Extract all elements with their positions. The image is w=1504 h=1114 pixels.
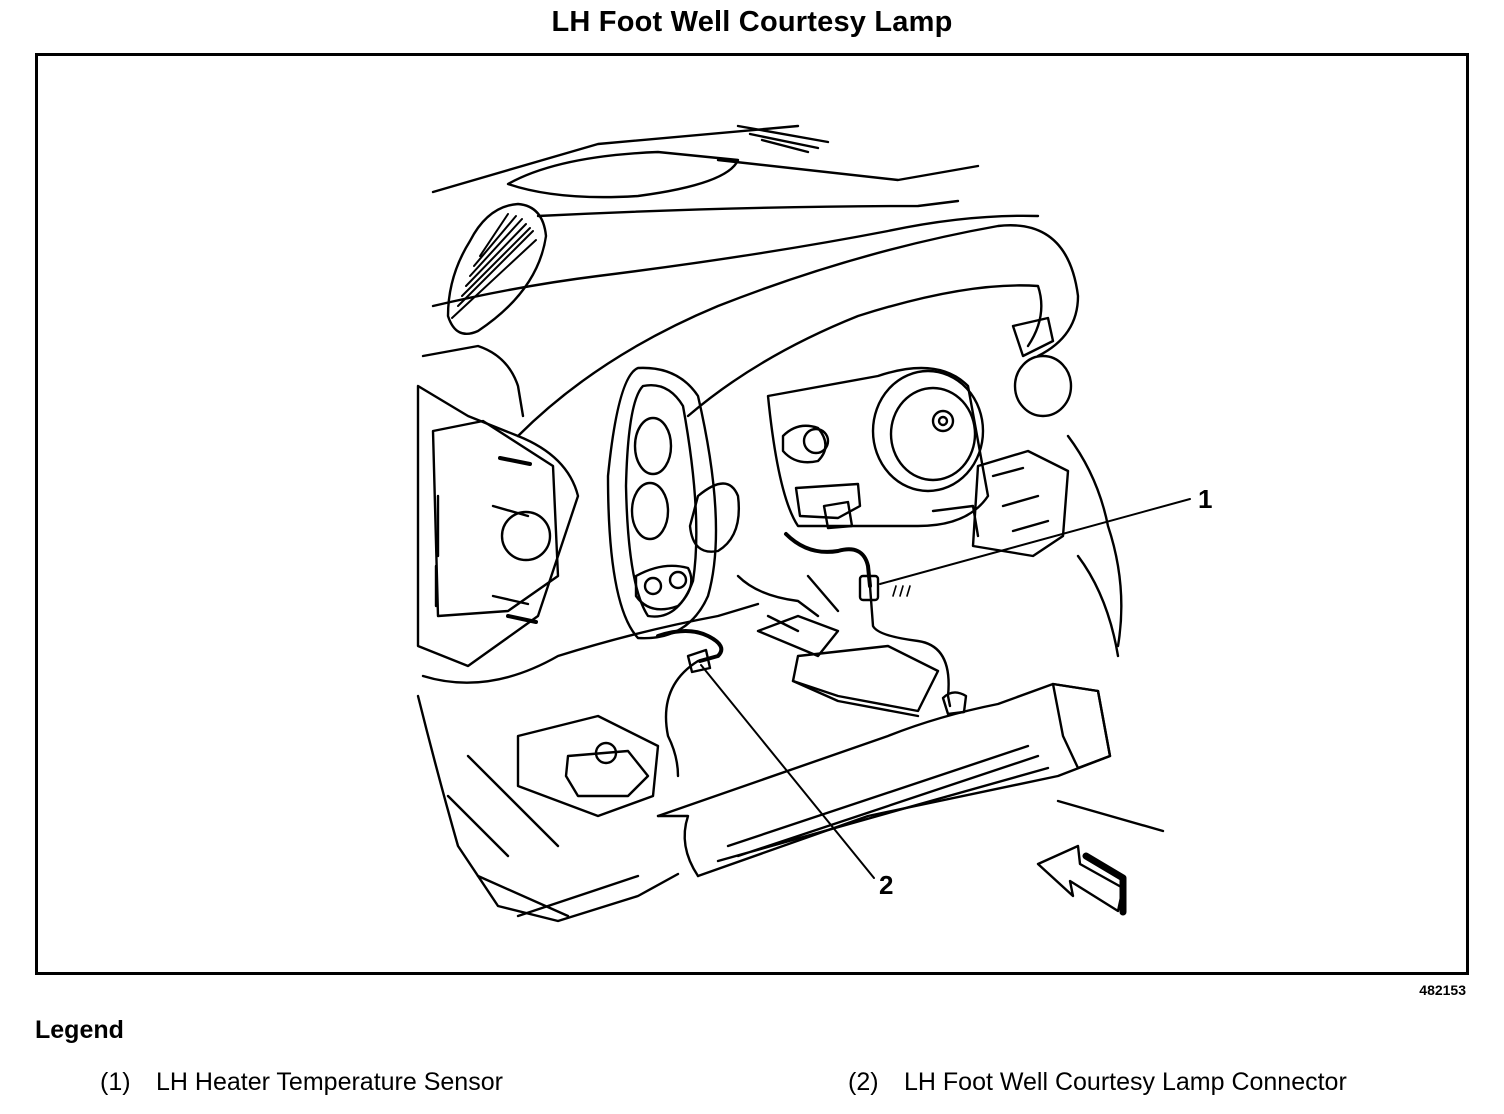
floor-duct-upper	[656, 682, 1112, 878]
left-panel-tabs	[434, 494, 530, 608]
ignition-lock-key	[802, 427, 830, 455]
right-bracket	[971, 449, 1070, 558]
floor-bracket	[756, 614, 840, 658]
instrument-hood-inner	[686, 284, 1043, 418]
lower-module	[516, 714, 660, 818]
left-vent-slats	[451, 213, 537, 319]
floor-contour-right	[736, 574, 840, 633]
harness-1-lower	[868, 584, 952, 708]
connector-2	[686, 648, 712, 674]
column-bolt-inner	[937, 415, 949, 427]
center-knob-a	[643, 576, 663, 596]
diagram-title: LH Foot Well Courtesy Lamp	[551, 6, 953, 38]
column-hub-outer	[871, 369, 985, 493]
line-illustration: 1 2	[416, 124, 1212, 923]
harness-1-upper	[784, 532, 872, 588]
floor-duct-clip	[941, 691, 968, 716]
callout-2: 2	[879, 870, 893, 900]
legend-item-2: (2) LH Foot Well Courtesy Lamp Connector	[848, 1068, 1347, 1097]
view-arrow	[1036, 844, 1125, 913]
right-bracket-ribs	[931, 466, 1050, 538]
harness-2-lower	[664, 659, 700, 778]
callout-1: 1	[1198, 484, 1212, 514]
dash-pad	[506, 150, 740, 199]
center-knob-b	[668, 570, 688, 590]
dash-main-contour	[431, 214, 1040, 308]
illustration-frame: 1 2	[35, 53, 1469, 975]
instrument-hood	[516, 224, 1080, 438]
legend-item-1: (1) LH Heater Temperature Sensor	[100, 1068, 503, 1097]
lamp-module-edge	[791, 679, 920, 718]
dash-main-upper	[536, 199, 960, 218]
leader-1	[879, 498, 1191, 585]
column-housing	[766, 366, 990, 528]
floor-duct-lower	[656, 814, 700, 878]
dash-top-vent-slats	[716, 124, 980, 182]
lower-module-block	[564, 749, 650, 798]
dash-top-edge	[431, 124, 800, 194]
left-panel-box	[431, 419, 560, 618]
dash-left-frame	[421, 344, 525, 418]
leader-2	[700, 664, 875, 879]
view-arrow-shade	[1082, 852, 1127, 916]
column-lower-tab	[822, 500, 854, 530]
legend-item-text: LH Foot Well Courtesy Lamp Connector	[904, 1068, 1347, 1096]
left-floor-lines	[446, 754, 640, 918]
left-vent	[446, 202, 548, 336]
left-lower-contour	[416, 694, 680, 923]
left-panel-outer	[416, 384, 580, 668]
center-panel-inner	[624, 384, 698, 618]
center-panel	[606, 366, 718, 640]
side-bezel	[688, 482, 740, 553]
right-body-contour	[1066, 434, 1123, 658]
center-switch-bank	[634, 564, 693, 611]
center-dial-upper	[633, 416, 673, 476]
legend-item-number: (2)	[848, 1068, 879, 1096]
left-panel-round	[500, 510, 552, 562]
legend-item-text: LH Heater Temperature Sensor	[156, 1068, 503, 1096]
lower-module-boss	[594, 741, 618, 765]
floor-contour-left	[421, 602, 760, 684]
stalk-arm	[1011, 316, 1055, 358]
harness-2-upper	[656, 629, 724, 663]
left-panel-slots	[498, 456, 538, 624]
floor-duct-ridges	[716, 744, 1050, 863]
legend-item-number: (1)	[100, 1068, 131, 1096]
sensor-1-body	[858, 574, 880, 602]
figure-id: 482153	[1419, 982, 1466, 998]
center-dial-lower	[630, 481, 670, 541]
legend-heading: Legend	[35, 1016, 124, 1044]
sensor-1-pins	[892, 585, 911, 597]
right-vent-round	[1013, 354, 1073, 418]
right-marker-line	[1056, 799, 1165, 833]
column-bolt	[931, 409, 955, 433]
floor-duct-mouth	[1051, 682, 1112, 770]
column-hub-mid	[889, 386, 977, 482]
